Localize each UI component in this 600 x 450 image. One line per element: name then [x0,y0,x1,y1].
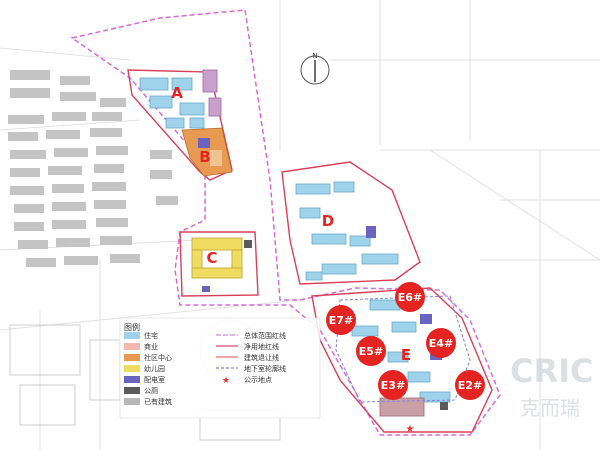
existing-building [92,182,126,191]
marker-e5: E5# [356,336,386,366]
existing-building [8,132,38,141]
notice-location-star-icon: ★ [406,424,415,435]
existing-building [52,220,86,229]
existing-building [100,236,132,245]
legend-swatch [124,387,140,394]
marker-e3-label: E3# [381,379,405,392]
watermark-brand: CRIC [510,352,594,390]
plot-c-buildings [191,237,252,292]
existing-building [54,148,88,157]
existing-building [64,256,98,265]
marker-e6-label: E6# [398,291,422,304]
existing-building [96,146,128,155]
plot-label-c: C [206,249,217,267]
legend-label: 社区中心 [144,353,172,362]
plot-label-e: E [401,346,411,364]
legend-label: 净用地红线 [244,342,279,351]
legend-label: 公厕 [144,387,158,395]
existing-building [156,196,178,205]
legend-label: 公示地点 [244,375,272,384]
legend-label: 地下室轮廓线 [244,364,286,373]
compass-label: N [312,52,317,60]
existing-building [150,170,172,179]
existing-building [150,150,172,159]
legend-swatch [124,376,140,383]
plot-d-buildings [295,181,399,281]
marker-e5-label: E5# [359,345,383,358]
existing-building [110,254,140,263]
existing-building [18,240,48,249]
marker-e7-label: E7# [329,314,353,327]
marker-e4-label: E4# [429,337,453,350]
existing-buildings [8,70,178,267]
marker-e3: E3# [378,370,408,400]
marker-e4: E4# [426,328,456,358]
cric-watermark: CRIC 克而瑞 [510,352,594,420]
existing-building [46,130,80,139]
legend-label: 商业 [144,342,158,351]
legend-swatch [124,354,140,361]
marker-e7: E7# [326,305,356,335]
watermark-sub: 克而瑞 [520,396,580,420]
legend-label: 住宅 [144,331,158,340]
legend-label: 幼儿园 [144,364,165,373]
existing-building [10,186,44,195]
existing-building [90,128,122,137]
legend-star-icon: ★ [222,376,230,386]
existing-building [52,184,84,193]
existing-building [10,168,40,177]
plot-b-buildings [181,127,233,177]
existing-building [94,200,126,209]
existing-building [60,76,90,85]
existing-building [56,238,90,247]
plot-label-b: B [199,148,210,166]
legend-title: 图例 [124,322,140,332]
existing-building [14,204,44,213]
legend-label: 配电室 [144,375,165,384]
legend-swatch [124,332,140,339]
legend-label: 总体范围红线 [244,331,286,340]
existing-building [100,98,126,107]
existing-building [48,166,82,175]
existing-building [96,218,128,227]
north-compass: N [300,52,330,85]
existing-building [94,164,124,173]
existing-building [92,112,122,121]
existing-building [10,150,46,159]
overall-boundary-line [70,9,501,436]
plot-a-buildings [139,69,222,129]
existing-building [14,222,44,231]
existing-building [52,202,86,211]
existing-building [10,88,50,98]
basement-outline [335,295,471,403]
legend-swatch [124,398,140,405]
existing-building [8,115,44,124]
marker-e2-label: E2# [458,379,482,392]
plot-label-a: A [171,84,183,102]
existing-building [26,258,56,267]
legend-label: 已有建筑 [144,397,172,406]
legend-swatch [124,343,140,350]
existing-building [10,70,50,80]
marker-e2: E2# [455,370,485,400]
marker-e6: E6# [395,282,425,312]
existing-building [52,112,86,121]
legend-label: 建筑退让线 [244,353,279,362]
existing-building [60,92,96,101]
legend-swatch [124,365,140,372]
plot-label-d: D [322,212,334,230]
